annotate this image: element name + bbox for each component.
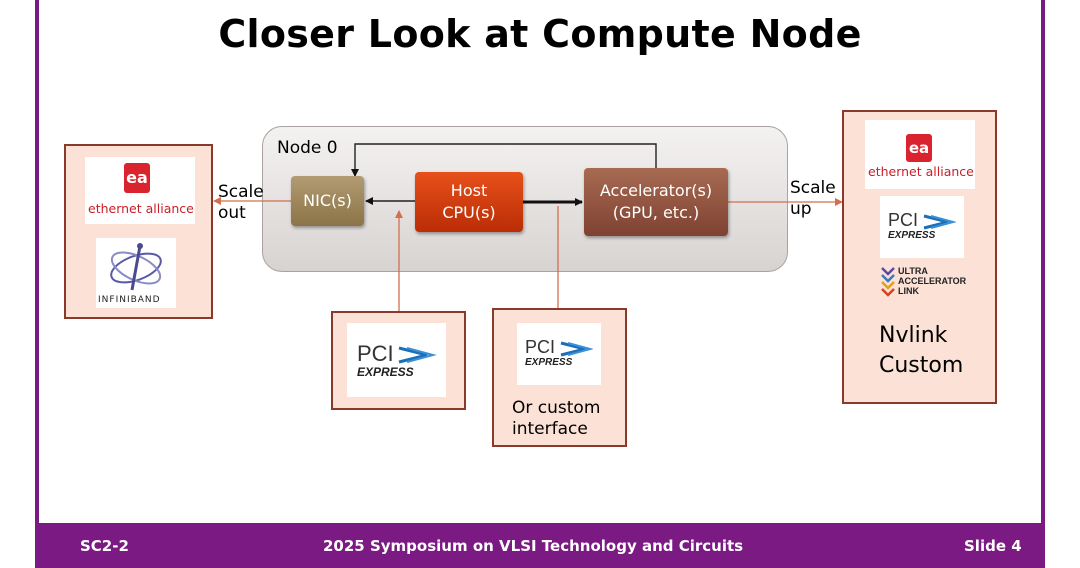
pcie-logo-3: PCI EXPRESS [880, 196, 964, 258]
scale-out-line2: out [218, 203, 246, 223]
ethernet-alliance-text-2: ethernet alliance [868, 164, 974, 179]
ualink-icon [881, 267, 895, 297]
pcie-word-3: PCI [888, 210, 919, 230]
infiniband-logo: INFINIBAND [96, 238, 176, 308]
node-label: Node 0 [277, 138, 338, 158]
acc-to-nic-loop [351, 143, 657, 177]
nvlink-line: Nvlink [879, 323, 948, 348]
footer-session: SC2-2 [80, 537, 129, 555]
nic-label: NIC(s) [303, 191, 352, 210]
infiniband-icon [110, 243, 162, 291]
ualink-line2: ACCELERATOR [898, 276, 967, 286]
nic-block: NIC(s) [291, 176, 364, 226]
custom-interface-label: Or custom interface [512, 398, 600, 440]
scale-out-label: Scale out [218, 182, 264, 224]
pcie-logo: PCI EXPRESS [347, 323, 446, 397]
scale-up-text: Nvlink Custom [879, 321, 963, 381]
page-title: Closer Look at Compute Node [218, 12, 862, 56]
ualink-logo: ULTRA ACCELERATOR LINK [880, 266, 980, 300]
pcie-express-text-3: EXPRESS [888, 230, 936, 241]
ualink-line1: ULTRA [898, 266, 928, 276]
pcie-word: PCI [357, 341, 394, 366]
host-cpu-block: Host CPU(s) [415, 172, 523, 232]
footer-slide-number: Slide 4 [964, 537, 1022, 555]
scale-up-line2: up [790, 199, 812, 219]
scale-up-label: Scale up [790, 178, 836, 220]
ethernet-alliance-mark-2: ea [906, 134, 932, 162]
infiniband-text: INFINIBAND [98, 295, 161, 305]
ethernet-alliance-logo: ea ethernet alliance [85, 157, 195, 224]
pcie-arrow-icon-2 [560, 341, 593, 357]
custom-interface-line2: interface [512, 419, 588, 439]
pcie-logo-2: PCI EXPRESS [517, 323, 601, 385]
accelerator-line1: Accelerator(s) [599, 181, 713, 200]
pcie-arrow-icon-3 [923, 214, 956, 230]
accelerator-block: Accelerator(s) (GPU, etc.) [584, 168, 728, 236]
pcie-express-text: EXPRESS [357, 365, 414, 379]
pcie-express-text-2: EXPRESS [525, 357, 573, 368]
host-cpu-line1: Host [450, 181, 488, 200]
custom-line: Custom [879, 353, 964, 378]
footer-conference: 2025 Symposium on VLSI Technology and Ci… [323, 537, 744, 555]
pcie-arrow-icon [398, 346, 437, 364]
pcie-word-2: PCI [525, 337, 556, 357]
ualink-line3: LINK [898, 286, 919, 296]
scale-out-line1: Scale [218, 182, 264, 202]
host-cpu-line2: CPU(s) [442, 203, 496, 222]
ethernet-alliance-logo-2: ea ethernet alliance [865, 120, 975, 189]
custom-interface-line1: Or custom [512, 398, 601, 418]
ethernet-alliance-mark: ea [124, 163, 150, 193]
footer-bar: SC2-2 2025 Symposium on VLSI Technology … [35, 523, 1045, 568]
scale-up-line1: Scale [790, 178, 836, 198]
accelerator-line2: (GPU, etc.) [612, 203, 700, 222]
ethernet-alliance-text: ethernet alliance [88, 201, 194, 216]
